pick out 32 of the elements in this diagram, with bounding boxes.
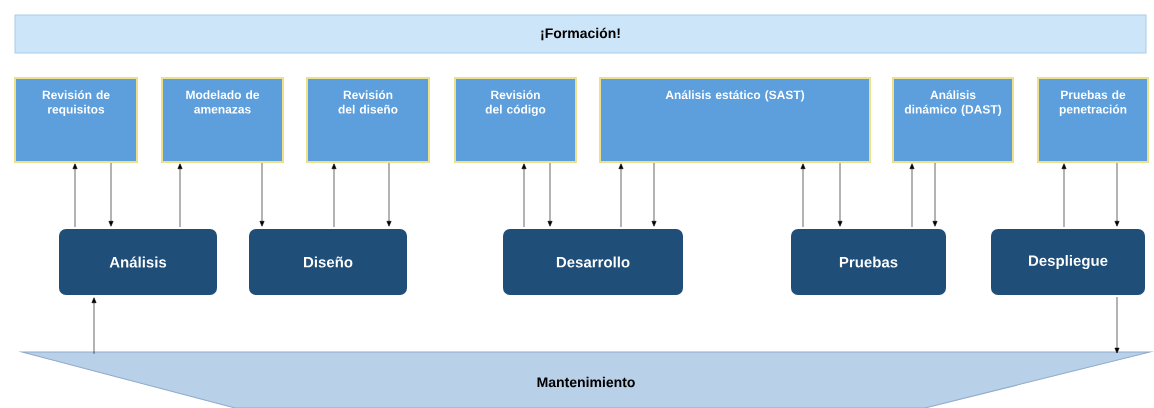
arrow bbox=[521, 163, 527, 228]
activity-box: Revisión del código bbox=[454, 77, 577, 163]
arrow bbox=[72, 163, 78, 228]
arrow bbox=[909, 163, 915, 228]
maintenance-band: Mantenimiento bbox=[21, 351, 1151, 408]
activity-box: Pruebas de penetración bbox=[1037, 77, 1149, 163]
arrow bbox=[547, 162, 553, 227]
phase-box: Despliegue bbox=[989, 227, 1147, 297]
activity-box: Modelado de amenazas bbox=[161, 77, 284, 163]
phase-box: Análisis bbox=[57, 227, 219, 297]
arrow bbox=[651, 162, 657, 227]
arrow bbox=[1114, 296, 1120, 354]
arrow bbox=[1061, 163, 1067, 228]
activity-box: Revisión de requisitos bbox=[14, 77, 138, 163]
arrow bbox=[800, 163, 806, 228]
phase-box: Diseño bbox=[247, 227, 409, 297]
arrow bbox=[177, 163, 183, 228]
arrow bbox=[108, 162, 114, 227]
activity-box: Análisis dinámico (DAST) bbox=[892, 77, 1014, 163]
arrow bbox=[618, 163, 624, 228]
arrow bbox=[386, 162, 392, 227]
arrow bbox=[91, 297, 97, 355]
arrow bbox=[1114, 162, 1120, 227]
phase-box: Pruebas bbox=[789, 227, 948, 297]
activity-box: Revisión del diseño bbox=[306, 77, 430, 163]
arrow bbox=[837, 162, 843, 227]
arrow bbox=[932, 162, 938, 227]
arrow bbox=[259, 162, 265, 227]
activity-box: Análisis estático (SAST) bbox=[599, 77, 871, 163]
arrow bbox=[331, 163, 337, 228]
phase-box: Desarrollo bbox=[501, 227, 685, 297]
training-banner: ¡Formación! bbox=[14, 14, 1147, 54]
